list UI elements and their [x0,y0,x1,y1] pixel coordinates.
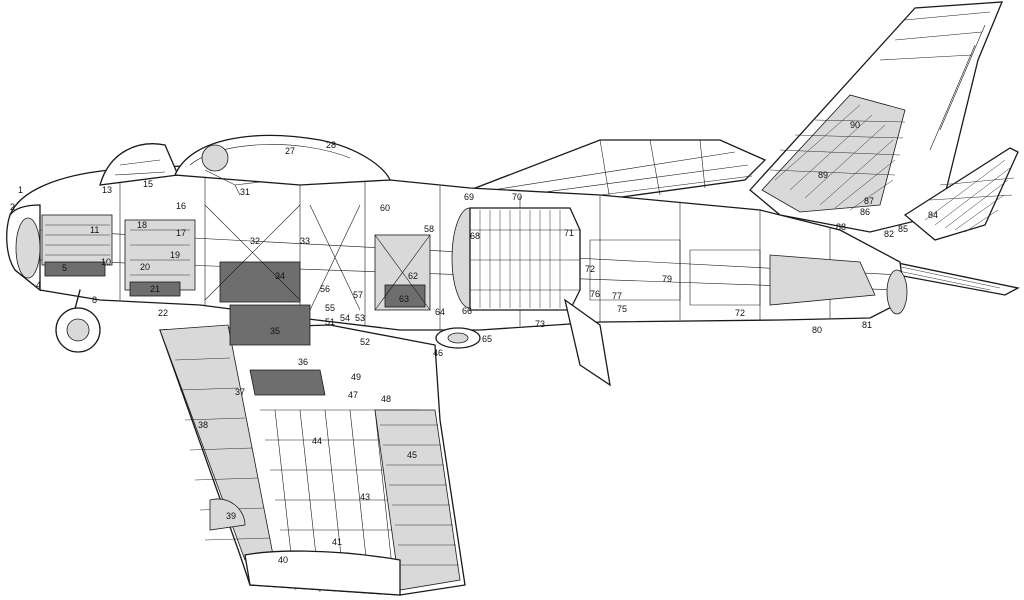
center-fuselage-structure [204,204,431,311]
callout-label: 43 [360,492,370,502]
callout-label: 37 [235,387,245,397]
callout-label: 1 [18,185,23,195]
callout-label: 20 [140,262,150,272]
callout-label: 89 [818,170,828,180]
callout-label: 4 [36,280,41,290]
callout-label: 84 [928,210,938,220]
callout-label: 64 [435,307,445,317]
forward-equipment-bay [41,214,196,297]
callout-label: 70 [512,192,522,202]
callout-label: 17 [176,228,186,238]
vertical-fin [749,1,1004,233]
callout-label: 2 [10,202,15,212]
callout-label: 48 [381,394,391,404]
callout-label: 22 [158,308,168,318]
callout-label: 49 [351,372,361,382]
callout-label: 77 [612,291,622,301]
callout-label: 87 [864,196,874,206]
callout-label: 60 [380,203,390,213]
callout-label: 90 [850,120,860,130]
callout-label: 80 [812,325,822,335]
callout-label: 58 [424,224,434,234]
callout-label: 76 [590,289,600,299]
callout-label: 18 [137,220,147,230]
callout-label: 35 [270,326,280,336]
callout-label: 56 [320,284,330,294]
callout-label: 81 [862,320,872,330]
callout-label: 8 [92,295,97,305]
main-landing-gear [435,327,481,349]
callout-label: 82 [884,229,894,239]
callout-label: 54 [340,313,350,323]
callout-label: 63 [399,294,409,304]
callout-label: 38 [198,420,208,430]
callout-label: 65 [482,334,492,344]
callout-label: 19 [170,250,180,260]
callout-label: 55 [325,303,335,313]
callout-label: 62 [408,271,418,281]
callout-label: 88 [836,222,846,232]
callout-label: 31 [240,187,250,197]
callout-label: 57 [353,290,363,300]
callout-label: 28 [326,140,336,150]
callout-labels: 1 2 4 5 8 10 11 13 15 16 17 18 19 20 21 … [10,120,938,565]
callout-label: 21 [150,284,160,294]
callout-label: 68 [470,231,480,241]
callout-label: 11 [90,225,99,235]
lower-wing [159,304,466,596]
callout-label: 69 [464,192,474,202]
callout-label: 52 [360,337,370,347]
callout-label: 53 [355,313,365,323]
callout-label: 66 [462,306,472,316]
callout-label: 41 [332,537,342,547]
callout-label: 75 [617,304,627,314]
callout-label: 13 [102,185,112,195]
callout-label: 16 [176,201,186,211]
callout-label: 79 [662,274,672,284]
callout-label: 51 [325,317,335,327]
callout-label: 34 [275,271,285,281]
callout-label: 39 [226,511,236,521]
callout-label: 85 [898,224,908,234]
speed-brake [563,298,611,387]
callout-label: 15 [143,179,153,189]
callout-label: 86 [860,207,870,217]
callout-label: 47 [348,390,358,400]
callout-label: 72 [585,264,595,274]
callout-label: 45 [407,450,417,460]
callout-label: 5 [62,263,67,273]
callout-label: 33 [300,236,310,246]
callout-label: 44 [312,436,322,446]
cockpit-canopy [99,134,391,196]
callout-label: 40 [278,555,288,565]
callout-label: 36 [298,357,308,367]
nose-landing-gear [55,289,101,353]
callout-label: 46 [433,348,443,358]
callout-label: 72 [735,308,745,318]
callout-label: 32 [250,236,260,246]
callout-label: 27 [285,146,295,156]
callout-label: 10 [101,257,111,267]
callout-label: 73 [535,319,545,329]
engine-section [451,207,876,311]
callout-label: 71 [564,228,574,238]
